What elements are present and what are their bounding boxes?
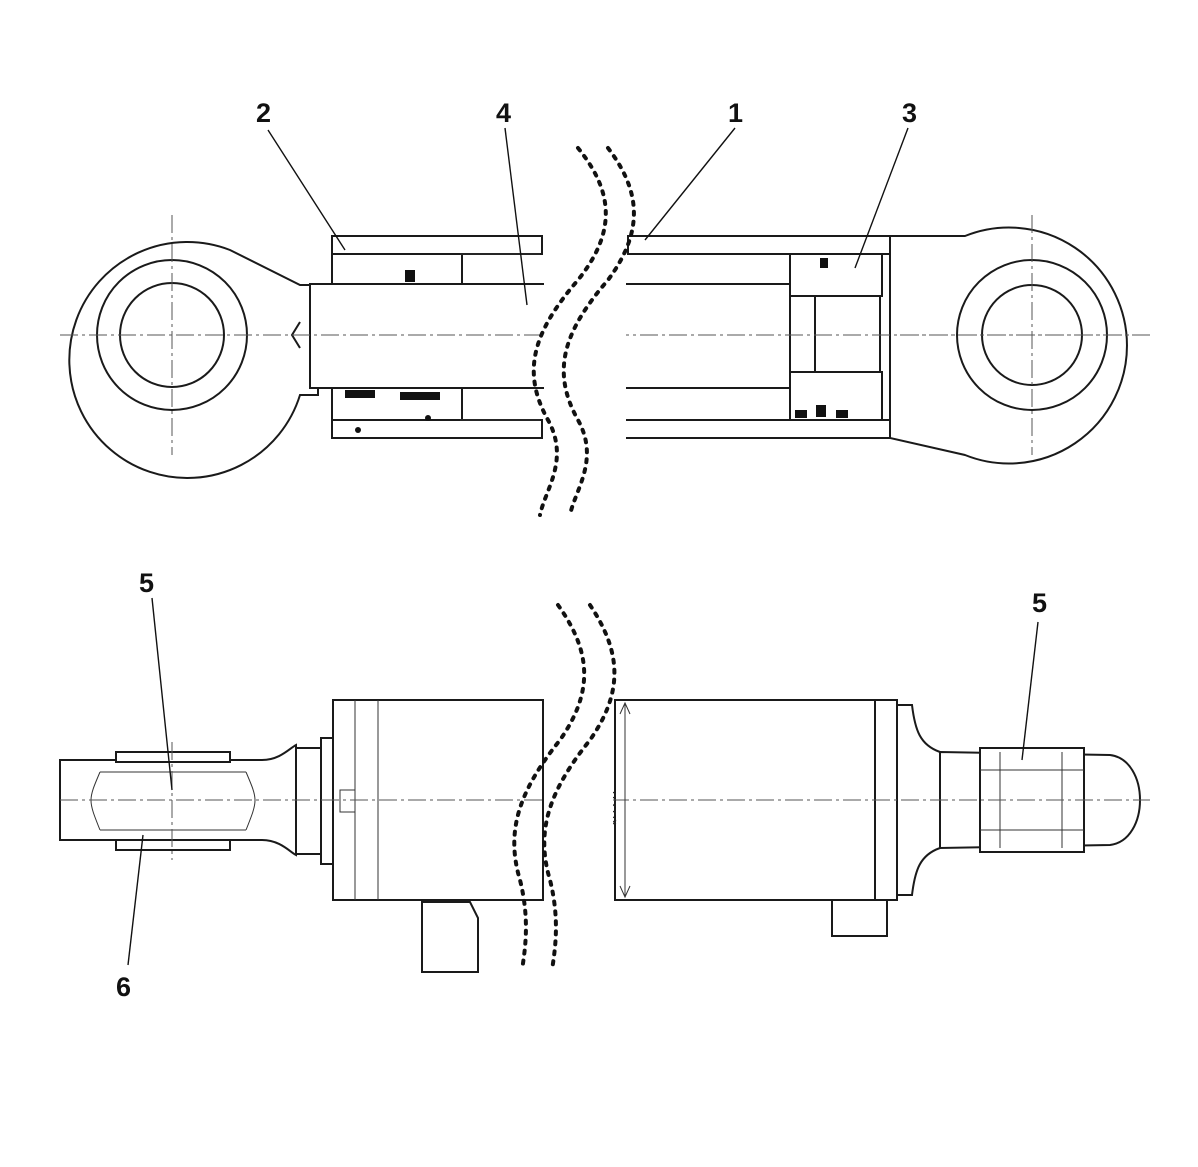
leader-callout-1	[644, 127, 736, 241]
callout-label-2: 2	[256, 98, 271, 128]
leader-callout-3	[854, 127, 909, 269]
rod-eye-left-exterior	[59, 742, 297, 860]
break-line-bottom-right	[542, 603, 617, 972]
leader-callout-5-left	[151, 597, 173, 791]
break-gap-bottom	[545, 690, 613, 910]
cylinder-eye-right-section	[889, 215, 1150, 465]
leader-callout-5-right	[1021, 621, 1039, 761]
callout-label-3: 3	[902, 98, 917, 128]
gland-flange-exterior	[320, 737, 334, 865]
break-line-top-right	[561, 146, 636, 517]
break-line-top-left	[531, 146, 608, 517]
rod-eye-left-section	[60, 215, 319, 479]
callout-label-1: 1	[728, 98, 743, 128]
leader-callout-4	[504, 127, 528, 306]
break-gap-top	[544, 230, 626, 445]
port-fitting-left	[421, 901, 479, 973]
callout-label-5-left: 5	[139, 568, 154, 598]
section-view: 2 4 1 3	[60, 98, 1150, 517]
callout-label-6: 6	[116, 972, 131, 1002]
callout-label-4: 4	[496, 98, 511, 128]
piston-section	[789, 253, 883, 421]
rod-stub-exterior	[295, 747, 322, 855]
port-fitting-right	[831, 899, 888, 937]
callout-label-5-right: 5	[1032, 588, 1047, 618]
gland-section	[331, 253, 463, 433]
break-line-bottom-left	[512, 603, 587, 972]
exterior-view: ⌀120 5 5 6	[59, 568, 1150, 1002]
leader-callout-6	[127, 834, 144, 966]
leader-callout-2	[267, 129, 346, 251]
